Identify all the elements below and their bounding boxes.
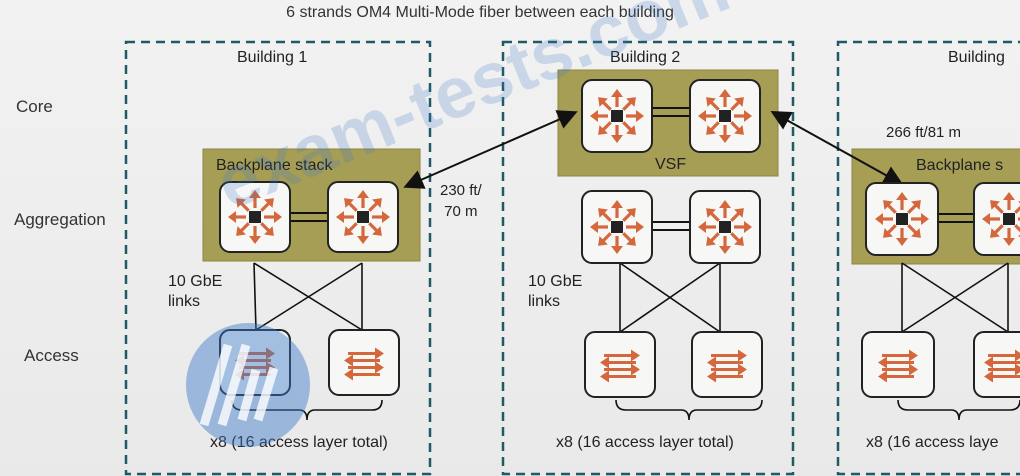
tier-label-core: Core — [16, 97, 53, 116]
diagram-title: 6 strands OM4 Multi-Mode fiber between e… — [286, 4, 674, 21]
b2-core-switch-1 — [581, 79, 653, 153]
building-1-group-label: Backplane stack — [216, 157, 333, 174]
router-arrows-icon — [875, 192, 929, 246]
router-arrows-icon — [228, 190, 282, 244]
switch-arrows-icon — [344, 347, 384, 381]
router-arrows-icon — [982, 192, 1020, 246]
uplink-line — [901, 262, 1009, 333]
fiber-link-b1-b2 — [403, 110, 578, 189]
b3-agg-switch-2 — [973, 182, 1020, 256]
building-2-access-note: x8 (16 access layer total) — [556, 434, 734, 451]
tier-label-access: Access — [24, 346, 79, 365]
b3-access-switch-1 — [861, 331, 935, 398]
building-3-name: Building — [948, 49, 1005, 66]
router-arrows-icon — [590, 89, 644, 143]
fiber-link-b2-b3 — [770, 111, 904, 185]
b3-agg-switch-1 — [865, 182, 939, 256]
b3-access-switch-2 — [973, 331, 1020, 398]
b1-agg-switch-2 — [327, 181, 399, 253]
uplink-line — [619, 262, 721, 333]
switch-arrows-icon — [878, 349, 918, 383]
b1-agg-switch-1 — [219, 181, 291, 253]
switch-arrows-icon — [707, 349, 747, 383]
building-1-links-label: 10 GbE links — [168, 273, 223, 310]
access-brace — [615, 399, 763, 421]
building-2-group-label: VSF — [655, 156, 687, 173]
uplink-line — [255, 262, 363, 331]
b2-access-switch-2 — [691, 331, 763, 398]
router-arrows-icon — [590, 200, 644, 254]
building-3-access-note: x8 (16 access laye — [866, 434, 999, 451]
b2-agg-switch-1 — [581, 190, 653, 264]
b2-agg-switch-2 — [689, 190, 761, 264]
building-3-group-label: Backplane s — [916, 157, 1004, 174]
uplink-line — [253, 262, 257, 331]
switch-arrows-icon — [600, 349, 640, 383]
router-arrows-icon — [698, 89, 752, 143]
building-1-access-note: x8 (16 access layer total) — [210, 434, 388, 451]
b1-access-switch-2 — [328, 329, 400, 396]
building-1-name: Building 1 — [237, 49, 308, 66]
b2-access-switch-1 — [584, 331, 656, 398]
switch-arrows-icon — [984, 349, 1020, 383]
distance-label-b1-b2: 230 ft/ 70 m — [440, 182, 482, 220]
building-2-name: Building 2 — [610, 49, 681, 66]
router-arrows-icon — [698, 200, 752, 254]
b1-access-switch-1 — [219, 329, 291, 396]
tier-label-aggregation: Aggregation — [14, 210, 106, 229]
building-2-links-label: 10 GbE links — [528, 273, 583, 310]
router-arrows-icon — [336, 190, 390, 244]
distance-label-b2-b3: 266 ft/81 m — [886, 124, 962, 141]
b2-core-switch-2 — [689, 79, 761, 153]
building-1-border — [124, 40, 432, 476]
access-brace — [231, 399, 383, 421]
access-brace — [897, 399, 1020, 421]
